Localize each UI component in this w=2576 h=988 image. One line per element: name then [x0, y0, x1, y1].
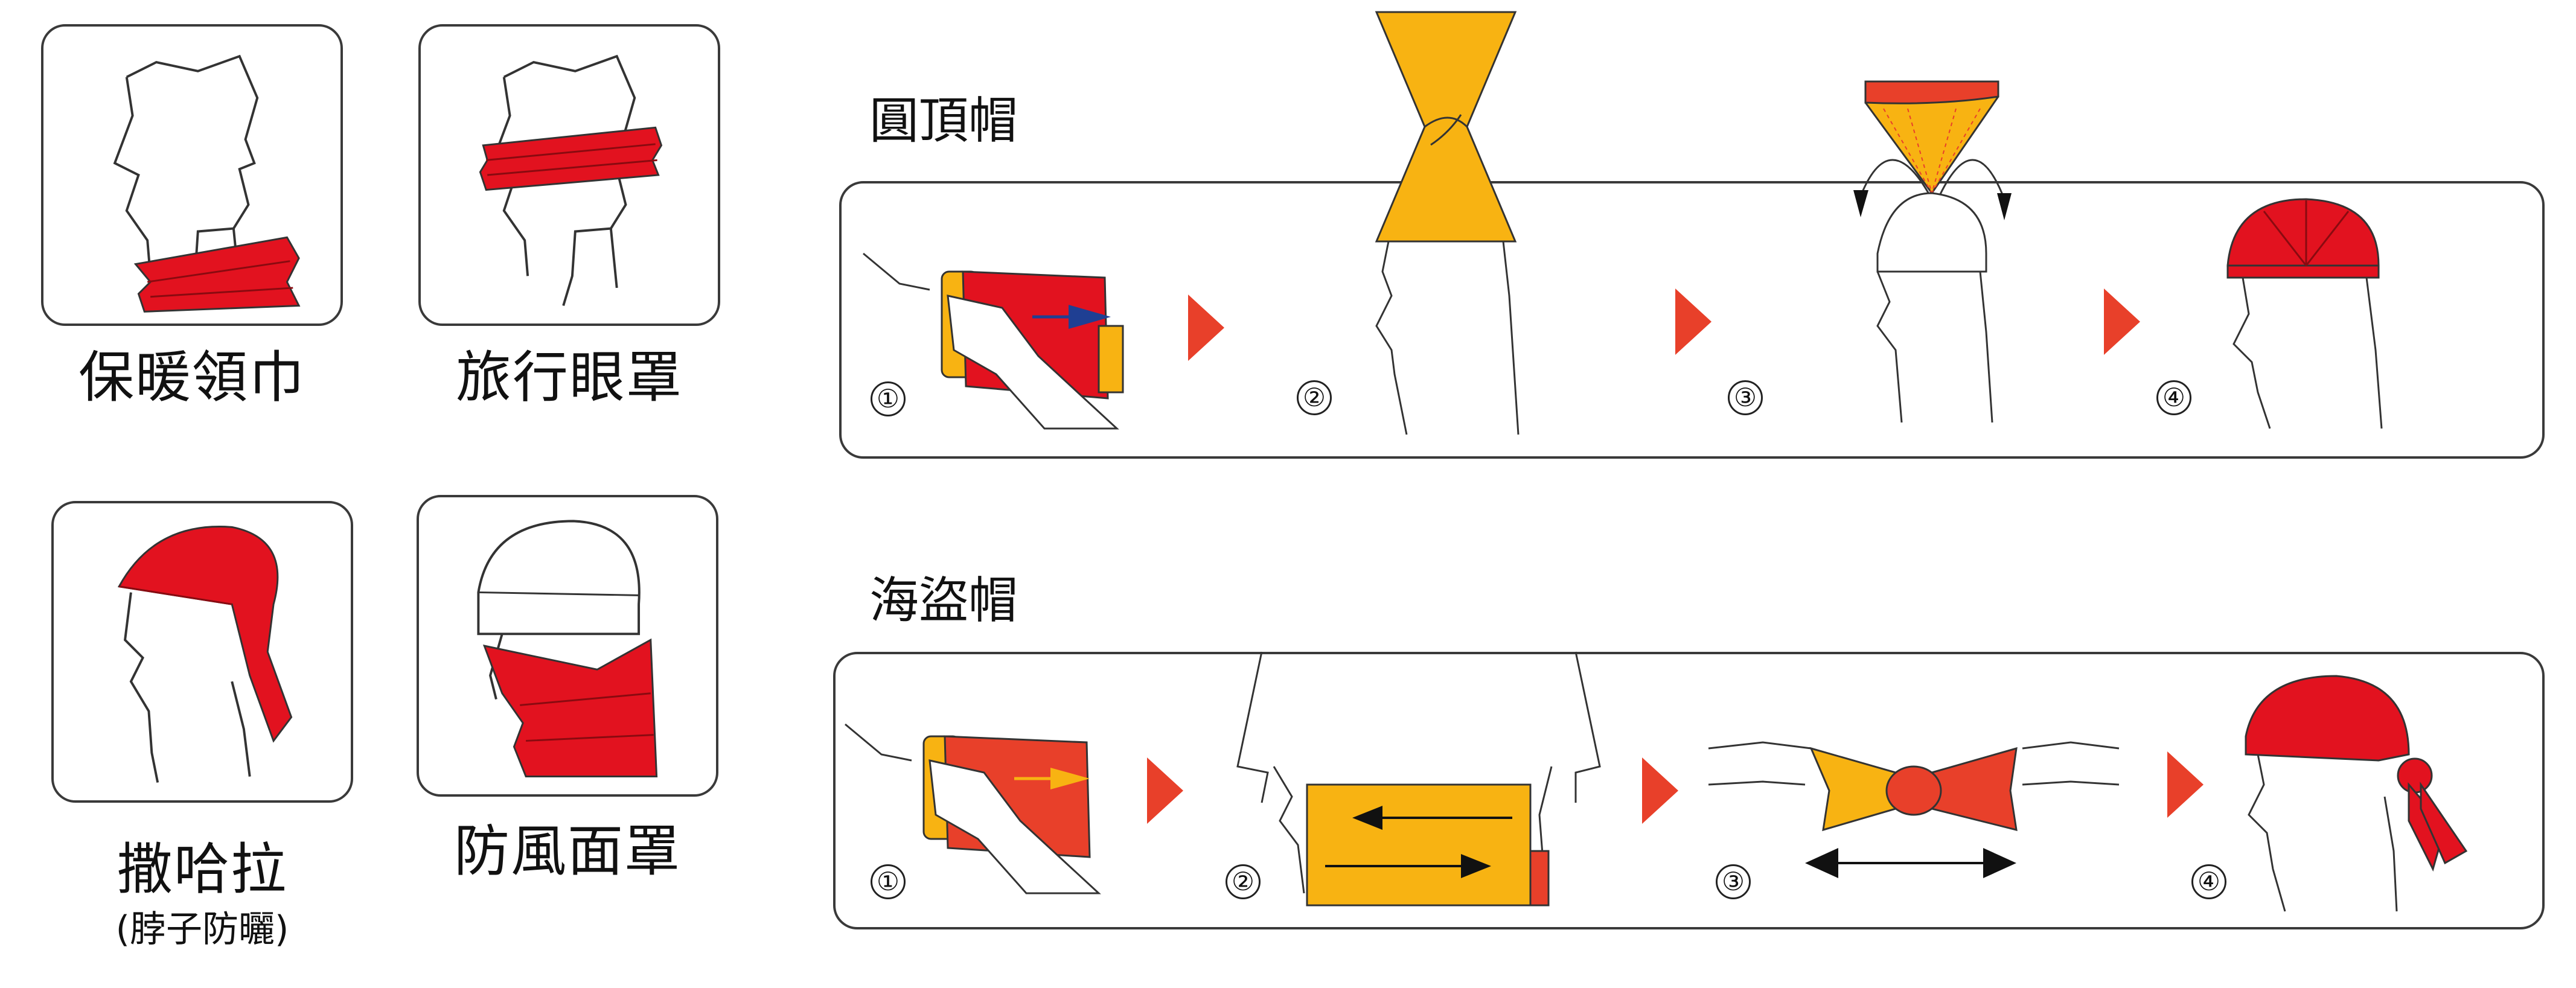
style-tile-eye-mask — [418, 24, 720, 326]
pirate-next-arrow-3 — [2167, 751, 2204, 818]
style-label-sahara: 撒哈拉 — [117, 837, 287, 902]
dome-step-4-number: ④ — [2156, 380, 2191, 415]
style-tile-neck-warmer — [41, 24, 343, 326]
dome-step-2-illustration — [1358, 11, 1552, 435]
pirate-step-1-number: ① — [871, 864, 906, 899]
style-tile-face-mask — [417, 495, 718, 797]
style-label-face-mask: 防風面罩 — [453, 819, 681, 884]
section-title-pirate-hat: 海盜帽 — [869, 572, 1018, 629]
style-label-neck-warmer: 保暖領巾 — [78, 345, 305, 410]
pirate-next-arrow-2 — [1642, 757, 1678, 824]
dome-step-3-illustration — [1817, 72, 2022, 423]
dome-next-arrow-1 — [1188, 295, 1224, 361]
dome-step-2-number: ② — [1297, 380, 1332, 415]
sahara-icon — [117, 526, 293, 783]
section-title-dome-hat: 圓頂帽 — [869, 92, 1018, 150]
panel-pirate-hat — [833, 652, 2545, 929]
style-tile-sahara — [51, 501, 353, 803]
pirate-step-2-illustration — [1236, 651, 1601, 907]
pirate-step-4-number: ④ — [2191, 864, 2226, 899]
dome-step-3-number: ③ — [1728, 380, 1763, 415]
style-label-eye-mask: 旅行眼罩 — [455, 345, 683, 410]
neck-warmer-icon — [113, 54, 301, 313]
eye-mask-icon — [479, 54, 663, 307]
pirate-step-3-illustration — [1708, 724, 2120, 887]
dome-step-1-number: ① — [871, 381, 906, 416]
pirate-step-3-number: ③ — [1716, 864, 1751, 899]
pirate-step-1-illustration — [845, 718, 1123, 899]
face-mask-icon — [477, 520, 658, 777]
pirate-step-4-illustration — [2228, 670, 2469, 912]
dome-step-1-illustration — [863, 247, 1141, 430]
dome-next-arrow-3 — [2104, 288, 2140, 355]
style-sublabel-sahara: (脖子防曬) — [115, 908, 289, 951]
dome-step-4-illustration — [2216, 193, 2397, 429]
pirate-step-2-number: ② — [1226, 864, 1261, 899]
dome-next-arrow-2 — [1675, 288, 1711, 355]
pirate-next-arrow-1 — [1147, 757, 1183, 824]
